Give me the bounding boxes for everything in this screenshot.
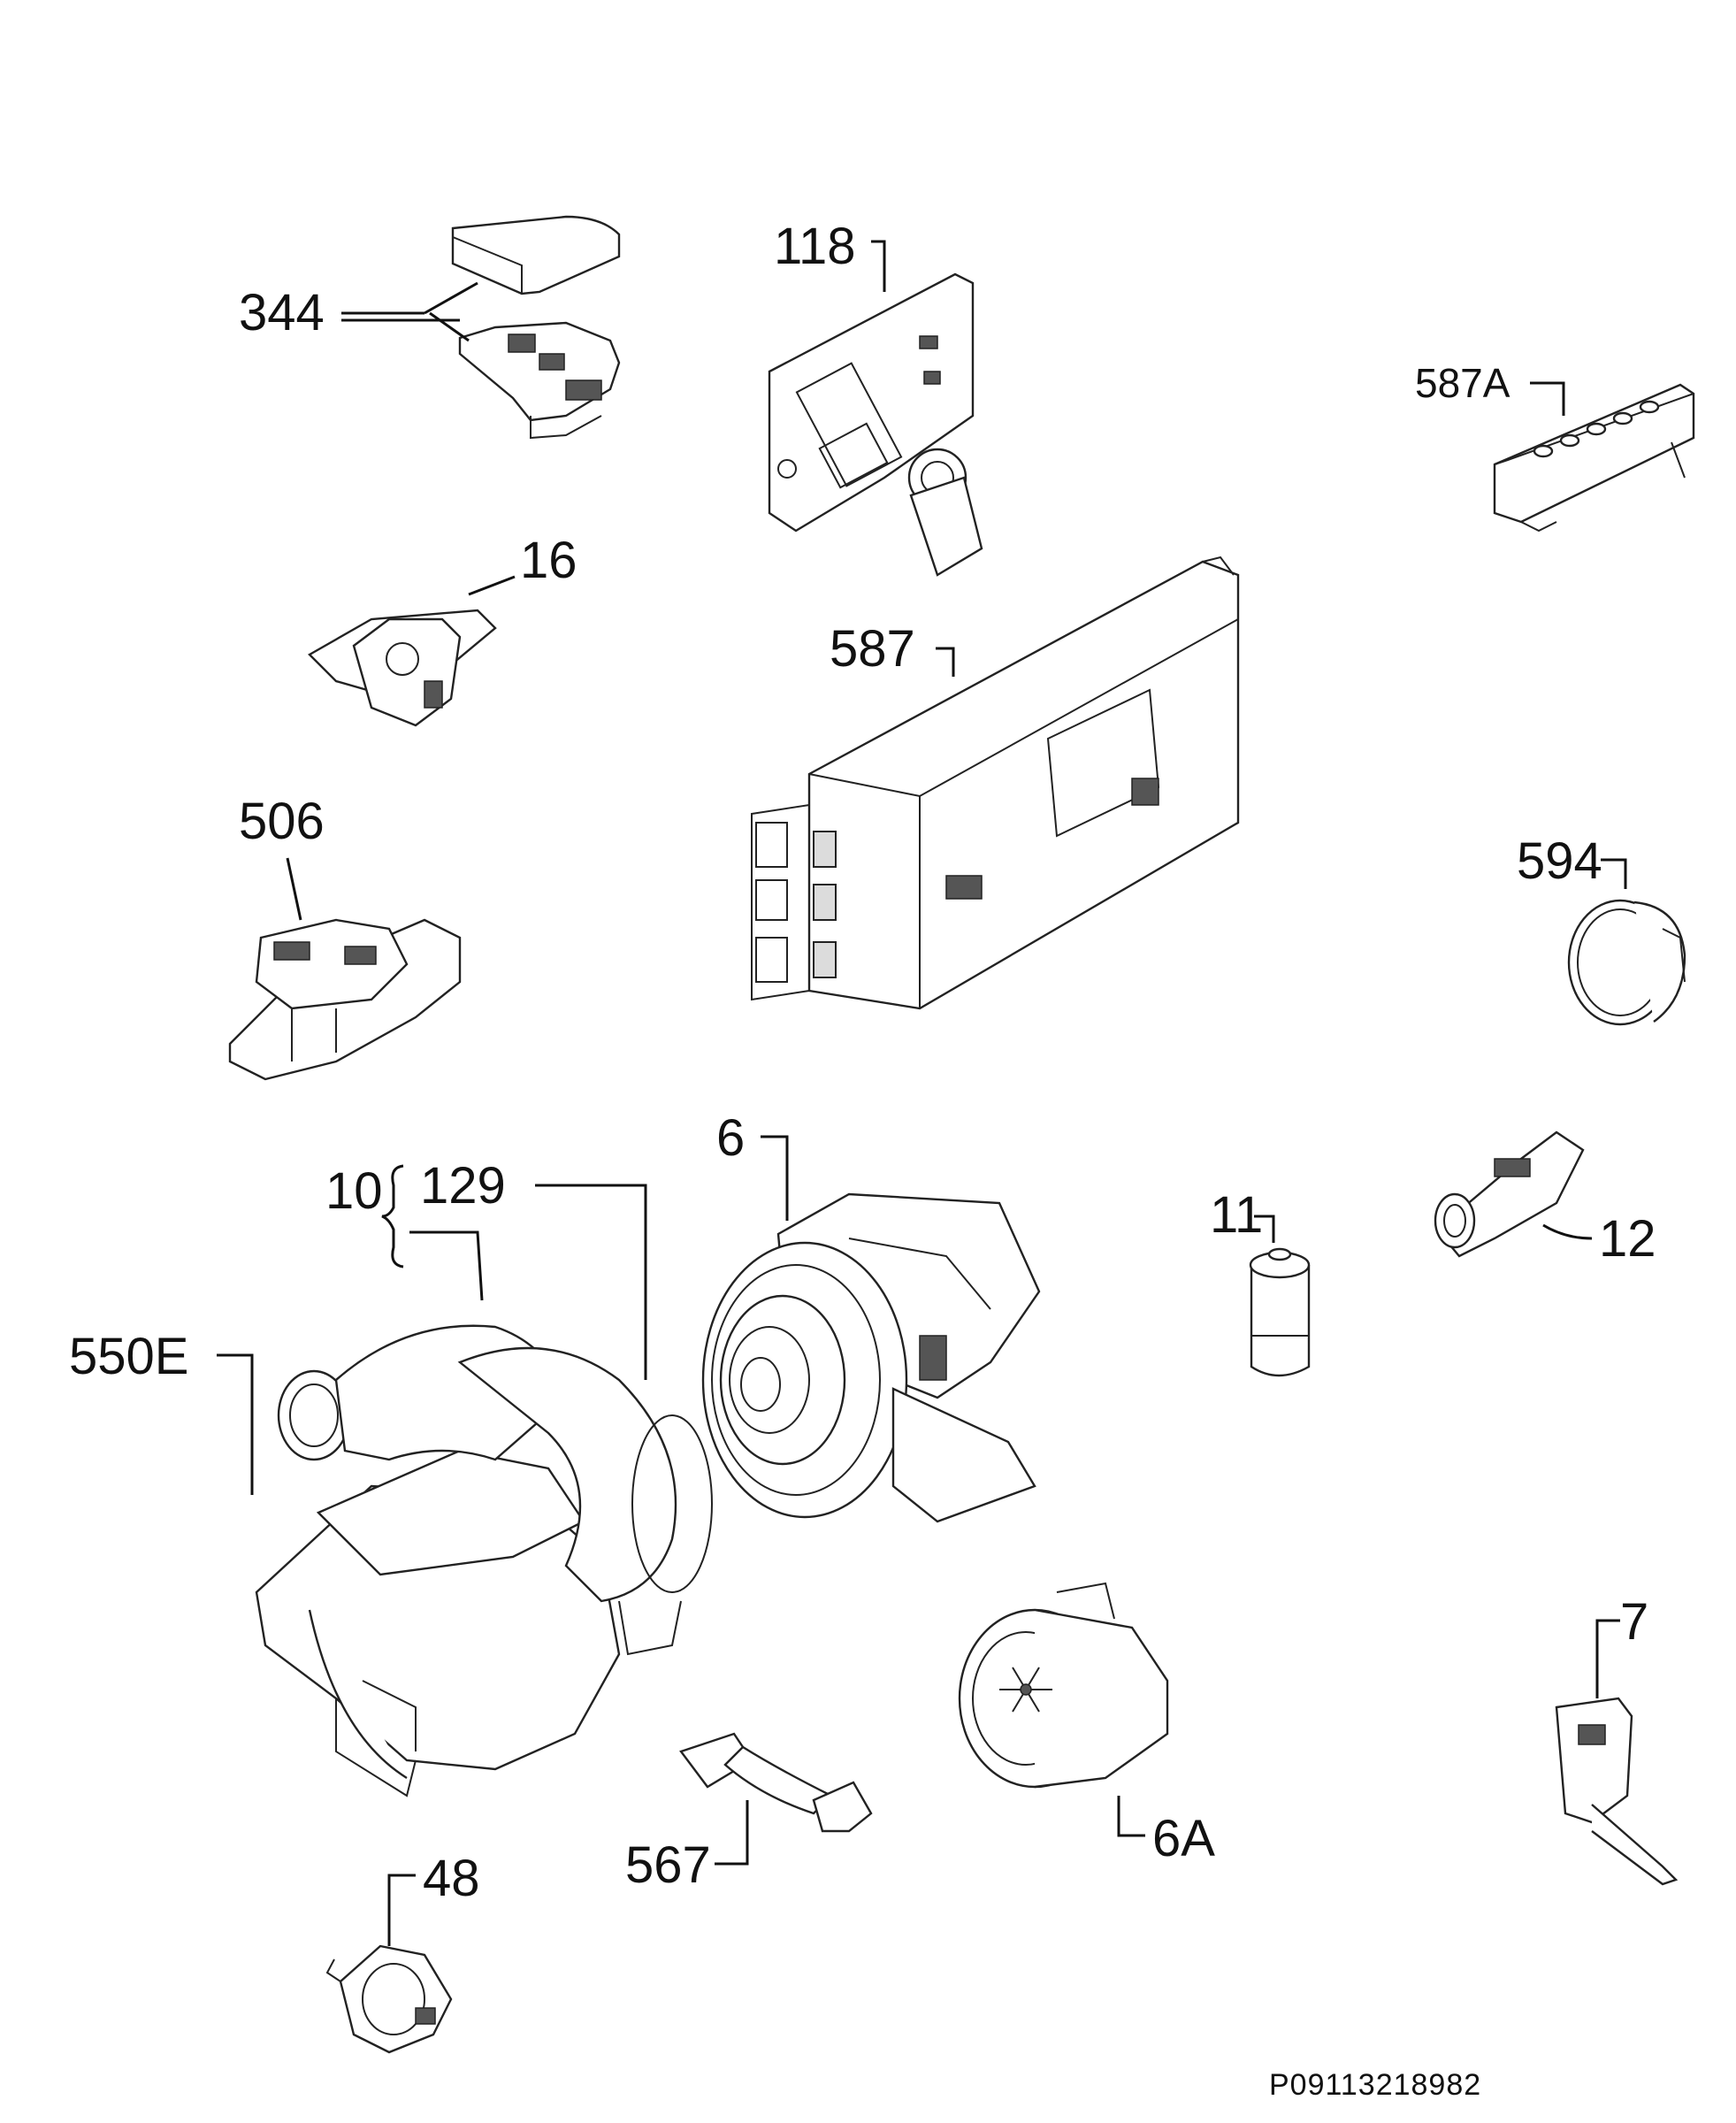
callout-6a: 6A: [1152, 1810, 1215, 1867]
callout-16: 16: [520, 532, 577, 589]
brace-10: [381, 1164, 404, 1268]
leader-550e: [217, 1353, 254, 1495]
leader-6: [761, 1135, 789, 1221]
leader-129: [535, 1184, 647, 1380]
callout-567: 567: [625, 1836, 711, 1894]
part-48-sensor: [325, 1944, 453, 2054]
leader-48: [387, 1874, 416, 1946]
leader-11: [1254, 1215, 1275, 1243]
callout-12: 12: [1599, 1210, 1656, 1268]
callout-118: 118: [774, 218, 856, 275]
leader-344c: [424, 281, 478, 315]
callout-506: 506: [239, 793, 325, 850]
leader-567: [715, 1800, 749, 1866]
part-594-ring: [1567, 899, 1686, 1026]
leader-10: [409, 1230, 484, 1301]
part-567-connector: [679, 1732, 873, 1833]
leader-506: [286, 857, 302, 921]
callout-587: 587: [830, 620, 915, 678]
part-129-heater-hose: [277, 1324, 713, 1656]
part-506-bracket: [228, 918, 462, 1081]
part-16-door-lock: [308, 609, 497, 727]
part-7-float-switch: [1555, 1697, 1679, 1886]
callout-344: 344: [239, 284, 325, 341]
leader-16: [468, 575, 516, 596]
callout-11: 11: [1210, 1186, 1264, 1244]
part-587-control-module: [751, 556, 1240, 1010]
callout-7: 7: [1620, 1593, 1649, 1651]
part-550e-sump: [255, 1449, 621, 1797]
leader-6a: [1117, 1796, 1145, 1837]
leader-12: [1542, 1223, 1593, 1240]
leader-587a: [1530, 381, 1565, 416]
part-6-circulation-pump: [701, 1192, 1041, 1523]
part-587a-button-board: [1493, 383, 1695, 533]
callout-587a: 587A: [1415, 360, 1510, 406]
callout-10: 10: [325, 1162, 383, 1220]
callout-129: 129: [420, 1157, 506, 1215]
leader-7: [1595, 1619, 1620, 1698]
callout-48: 48: [423, 1850, 480, 1907]
leader-594: [1601, 858, 1627, 889]
leader-118: [871, 240, 886, 292]
part-6a-drain-pump: [958, 1582, 1169, 1789]
part-12-flow-meter: [1434, 1130, 1585, 1258]
part-344-door-lock: [451, 215, 621, 440]
callout-550e: 550E: [69, 1328, 189, 1385]
callout-6: 6: [716, 1109, 746, 1167]
leader-344d: [429, 311, 470, 342]
drawing-code: P09113218982: [1269, 2068, 1482, 2102]
part-11-capacitor: [1249, 1247, 1311, 1377]
leader-587: [936, 647, 955, 677]
part-118-control-panel: [768, 272, 983, 577]
callout-594: 594: [1517, 832, 1602, 890]
